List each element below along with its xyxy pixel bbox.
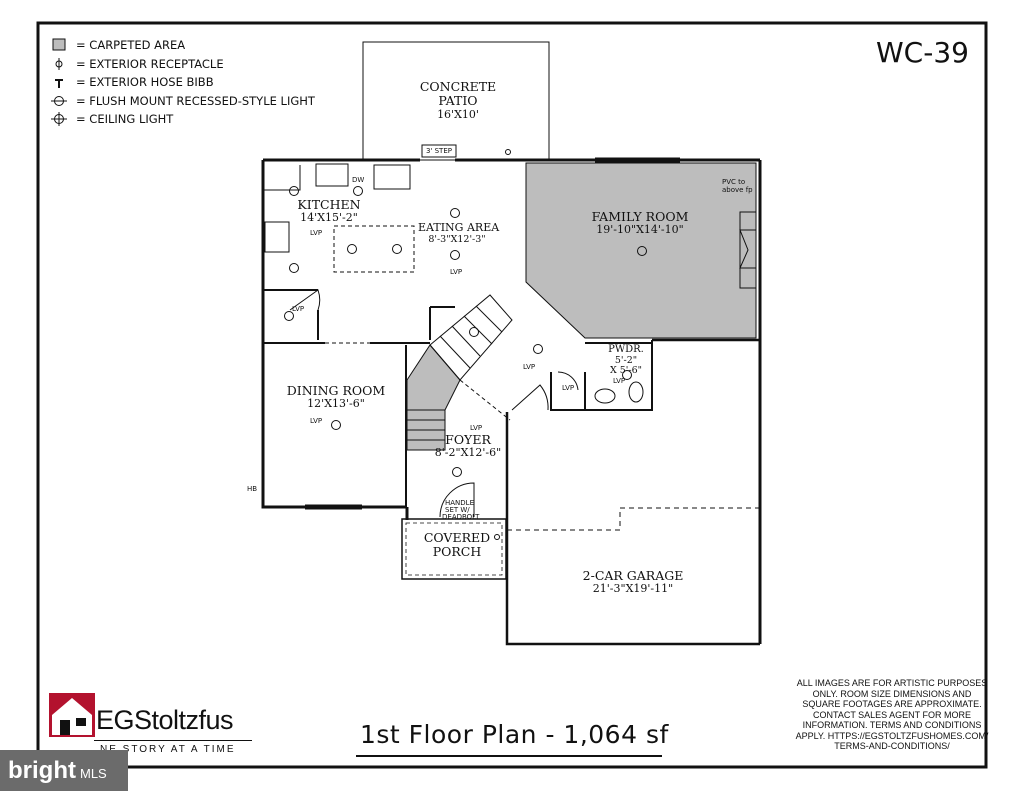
carpet-swatch-icon [50, 38, 70, 52]
pvc-label: PVC to [722, 178, 746, 186]
pvc-label-2: above fp [722, 186, 753, 194]
hose-bibb-label: HB [247, 485, 258, 493]
porch-outline [401, 518, 507, 580]
recessed-lights [284, 186, 543, 354]
legend-item-hose-bibb: = EXTERIOR HOSE BIBB [50, 73, 315, 92]
dining-floor-label: LVP [310, 417, 323, 425]
powder-sink [594, 388, 616, 404]
legend-item-carpet: = CARPETED AREA [50, 36, 315, 55]
stair-upper [429, 294, 513, 381]
room-foyer: FOYER 8'-2"X12'-6" [434, 432, 502, 460]
floor-plan-title: 1st Floor Plan - 1,064 sf [360, 720, 669, 749]
handle-label-2: SET W/ [445, 506, 470, 514]
pantry-floor-label: LVP [292, 305, 305, 313]
receptacle-icon [50, 57, 70, 71]
room-dining: DINING ROOM 12'X13'-6" [286, 383, 386, 411]
hall-floor-label: LVP [523, 363, 536, 371]
handle-label-1: HANDLE [445, 499, 475, 507]
room-garage: 2-CAR GARAGE 21'-3"X19'-11" [582, 568, 684, 596]
handle-label-3: DEADBOLT [442, 513, 480, 521]
patio-receptacle [505, 149, 511, 155]
recessed-light-icon [50, 94, 70, 108]
disclaimer: ALL IMAGES ARE FOR ARTISTIC PURPOSES ONL… [795, 678, 989, 751]
room-eating-area: EATING AREA 8'-3"X12'-3" [418, 221, 500, 245]
patio-step-label: 3' STEP [426, 147, 452, 155]
legend: = CARPETED AREA = EXTERIOR RECEPTACLE = … [50, 36, 315, 129]
stair-rail-dashed [459, 379, 511, 421]
legend-item-receptacle: = EXTERIOR RECEPTACLE [50, 55, 315, 74]
room-porch: COVERED PORCH [423, 530, 491, 560]
ceiling-light-icon [50, 112, 70, 127]
bright-mls-watermark: bright MLS [0, 750, 128, 791]
stair-winder [406, 344, 461, 411]
garage-step-dashed [507, 507, 760, 531]
powder-toilet [628, 381, 644, 403]
fireplace [739, 229, 757, 269]
interior-walls [263, 289, 653, 507]
kitchen-counters [263, 163, 757, 289]
sheet-border [36, 21, 988, 769]
hose-bibb-icon [50, 75, 70, 89]
kitchen-floor-label: LVP [310, 229, 323, 237]
brand-tagline: NE STORY AT A TIME [100, 744, 236, 755]
dishwasher-label: DW [352, 176, 365, 184]
patio-step [421, 144, 457, 158]
watermark-text: bright [8, 756, 76, 784]
room-family: FAMILY ROOM 19'-10"X14'-10" [591, 209, 689, 237]
eating-floor-label: LVP [450, 268, 463, 276]
brand-rule [94, 740, 252, 741]
porch-receptacle [494, 534, 500, 540]
title-underline [356, 755, 662, 757]
house-logo-icon [49, 693, 95, 737]
plan-code: WC-39 [876, 36, 969, 69]
family-room-carpet [525, 162, 757, 339]
garage-walls [505, 338, 760, 646]
watermark-suffix: MLS [79, 766, 107, 781]
door-swings [289, 289, 579, 518]
room-powder: PWDR. 5'-2" X 5'-6" [608, 344, 644, 377]
ceiling-lights [331, 246, 647, 477]
foyer-floor-label: LVP [470, 424, 483, 432]
legend-item-ceiling-light: = CEILING LIGHT [50, 110, 315, 129]
room-patio: CONCRETE PATIO 16'X10' [419, 79, 497, 121]
exterior-walls [261, 158, 762, 644]
closet-floor-label: LVP [562, 384, 575, 392]
brand-name: EGStoltzfus [96, 705, 234, 735]
windows [305, 157, 680, 510]
room-kitchen: KITCHEN 14'X15'-2" [297, 197, 361, 225]
legend-item-recessed-light: = FLUSH MOUNT RECESSED-STYLE LIGHT [50, 92, 315, 111]
powder-floor-label: LVP [613, 377, 626, 385]
